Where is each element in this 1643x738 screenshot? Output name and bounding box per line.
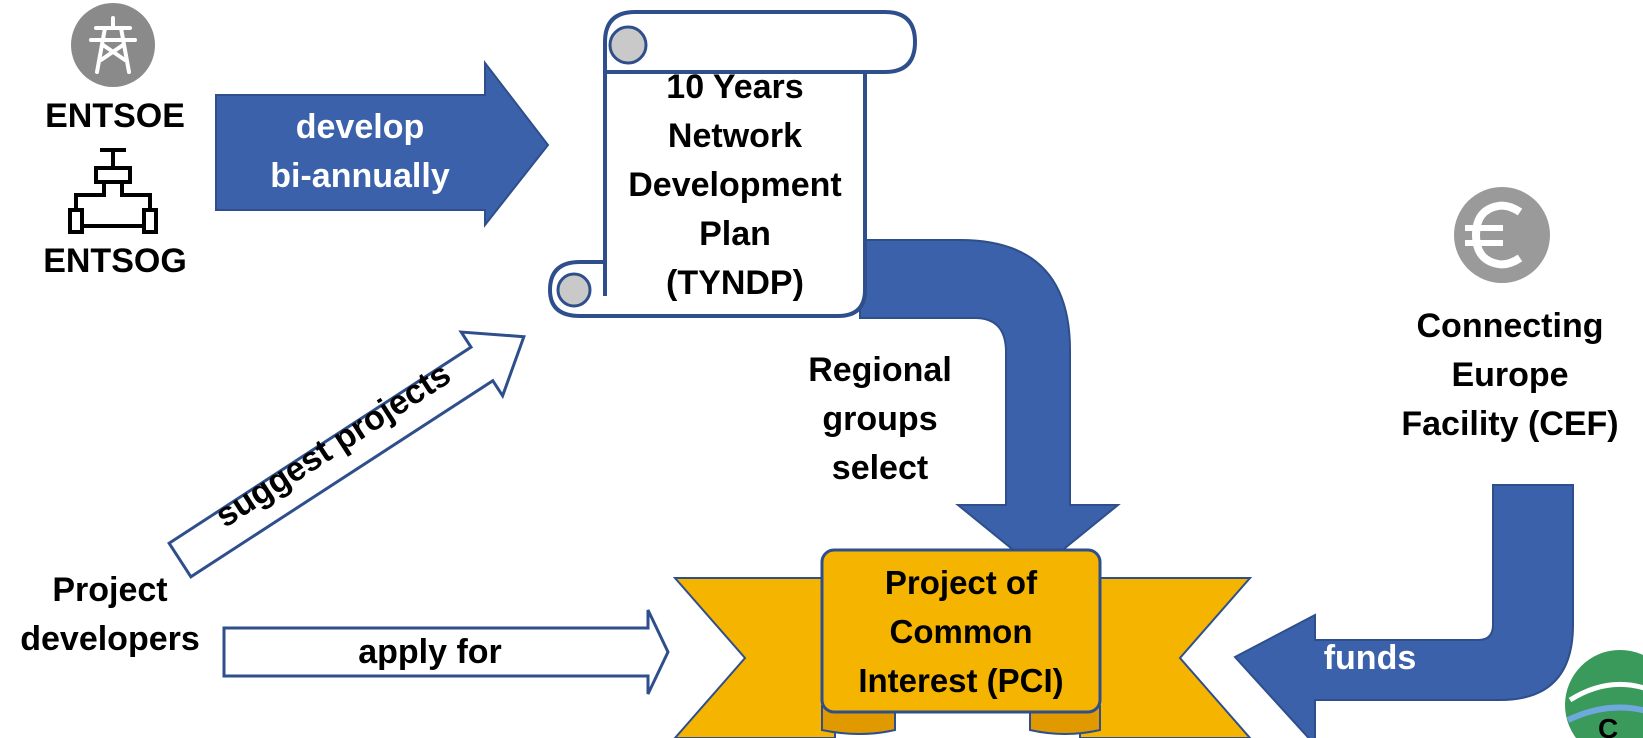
entsoe-label: ENTSOE — [45, 97, 185, 135]
euro-coin-icon — [1454, 187, 1550, 283]
entsog-label: ENTSOG — [43, 242, 187, 280]
suggest-arrow — [167, 330, 526, 579]
cef-line2: Europe — [1451, 356, 1569, 394]
cef-line3: Facility (CEF) — [1401, 405, 1619, 443]
select-line1: Regional — [808, 351, 952, 389]
pci-line2: Common — [889, 613, 1033, 650]
tyndp-line3: Development — [628, 166, 842, 204]
select-line2: groups — [822, 400, 938, 438]
select-arrow — [859, 239, 1121, 572]
funds-arrow — [1233, 484, 1574, 738]
transmission-tower-icon — [71, 3, 155, 87]
pci-text: Project of Common Interest (PCI) — [824, 558, 1098, 705]
cef-label: Connecting Europe Facility (CEF) — [1380, 302, 1640, 449]
partial-logo: C — [1565, 650, 1643, 738]
cef-line1: Connecting — [1416, 307, 1604, 345]
project-developers-label: Project developers — [5, 566, 215, 664]
regional-groups-label: Regional groups select — [780, 346, 980, 493]
apply-for-label: apply for — [358, 633, 502, 671]
developers-line1: Project — [52, 571, 168, 609]
tyndp-text: 10 Years Network Development Plan (TYNDP… — [607, 63, 863, 308]
tyndp-line2: Network — [667, 117, 803, 155]
develop-label: develop bi-annually — [240, 103, 480, 201]
developers-line2: developers — [20, 620, 200, 658]
develop-line1: develop — [295, 108, 425, 146]
develop-arrow — [215, 60, 550, 228]
tyndp-scroll — [547, 10, 918, 318]
develop-line2: bi-annually — [270, 157, 450, 195]
tyndp-line5: (TYNDP) — [666, 264, 804, 302]
select-line3: select — [831, 449, 929, 487]
pci-ribbon — [672, 548, 1253, 738]
tyndp-line1: 10 Years — [666, 68, 804, 106]
funds-label: funds — [1323, 639, 1417, 677]
tyndp-line4: Plan — [699, 215, 771, 253]
pci-line3: Interest (PCI) — [858, 662, 1064, 699]
apply-arrow — [222, 609, 670, 695]
svg-text:C: C — [1598, 713, 1618, 738]
pci-line1: Project of — [884, 564, 1038, 601]
gas-pipe-valve-icon — [68, 148, 158, 234]
